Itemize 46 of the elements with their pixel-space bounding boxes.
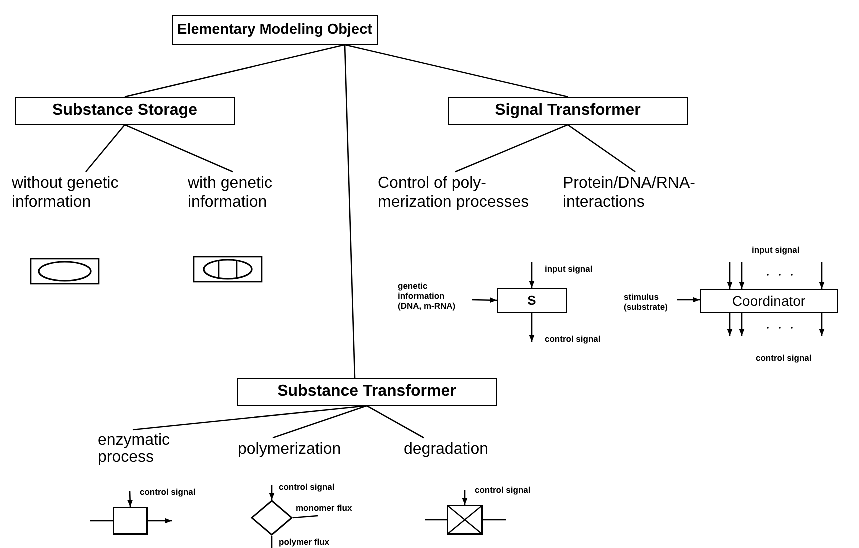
arrow xyxy=(727,262,733,289)
connector-line xyxy=(455,124,568,173)
subtype-label: polymerization xyxy=(238,438,348,459)
process-box: Coordinator xyxy=(700,289,838,313)
connector-line xyxy=(86,124,126,172)
title-box: Elementary Modeling Object xyxy=(172,15,378,45)
connector-line xyxy=(344,44,356,378)
connector-line xyxy=(90,520,113,522)
connector-line xyxy=(568,124,636,173)
subtype-label: Control of poly- merization processes xyxy=(378,172,553,218)
connector-line xyxy=(483,519,506,521)
crossed-box xyxy=(447,505,483,535)
signal-label: input signal xyxy=(752,245,800,255)
arrow xyxy=(529,313,535,342)
arrow xyxy=(677,297,700,303)
connector-line xyxy=(344,44,568,98)
process-box: S xyxy=(497,288,567,313)
subtype-label: without genetic information xyxy=(12,172,184,218)
category-box: Substance Storage xyxy=(15,97,235,125)
arrow xyxy=(148,518,172,524)
connector-line xyxy=(272,405,368,439)
arrow xyxy=(819,313,825,336)
category-box: Substance Transformer xyxy=(237,378,497,406)
arrow xyxy=(727,313,733,336)
arrow xyxy=(472,298,498,304)
subtype-label: Protein/DNA/RNA- interactions xyxy=(563,172,728,218)
arrow xyxy=(739,262,745,289)
connector-line xyxy=(271,536,273,548)
process-box xyxy=(113,507,148,535)
arrow xyxy=(462,490,468,505)
connector-line xyxy=(124,44,346,98)
subtype-label: with genetic information xyxy=(188,172,298,218)
arrow xyxy=(739,313,745,336)
arrow xyxy=(269,485,275,500)
category-box: Signal Transformer xyxy=(448,97,688,125)
subtype-label: degradation xyxy=(404,438,504,459)
decision-diamond xyxy=(251,500,293,536)
arrow xyxy=(127,490,134,508)
subtype-label: enzymatic process xyxy=(98,430,178,467)
connector-line xyxy=(366,405,424,439)
arrow xyxy=(819,262,825,289)
arrow xyxy=(529,262,535,288)
connector-line xyxy=(425,519,447,521)
signal-label: control signal xyxy=(756,353,812,363)
connector-line xyxy=(292,515,318,519)
connector-line xyxy=(124,124,234,173)
